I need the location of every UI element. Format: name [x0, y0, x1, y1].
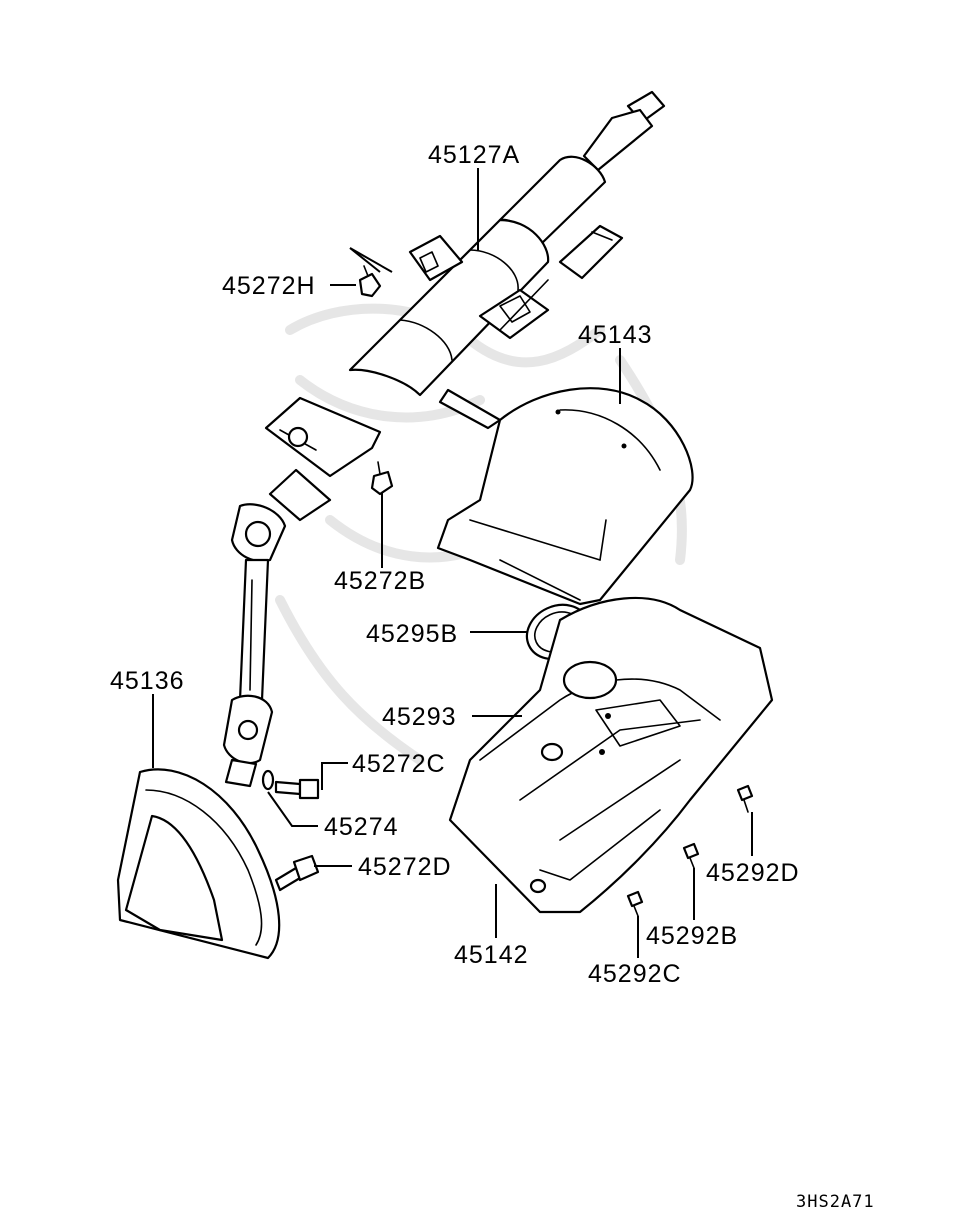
leader-lines	[152, 168, 753, 958]
label-45272h: 45272H	[222, 272, 316, 300]
bolt-45272c	[274, 778, 320, 800]
upper-cover	[436, 387, 694, 606]
bolt-45272h	[358, 265, 382, 298]
lower-cover	[448, 596, 774, 914]
label-45274: 45274	[324, 813, 399, 841]
screw-45292d	[736, 784, 754, 813]
label-45136: 45136	[110, 667, 185, 695]
steering-column	[222, 90, 666, 788]
fasteners	[261, 265, 754, 917]
label-45292c: 45292C	[588, 960, 682, 988]
drawing-code: 3HS2A71	[796, 1192, 875, 1210]
label-45272b: 45272B	[334, 567, 426, 595]
bolt-45272d	[274, 854, 320, 892]
label-45127a: 45127A	[428, 141, 520, 169]
bolt-45272b	[370, 461, 394, 496]
label-45272d: 45272D	[358, 853, 452, 881]
label-45293: 45293	[382, 703, 457, 731]
label-45272c: 45272C	[352, 750, 446, 778]
label-45292d: 45292D	[706, 859, 800, 887]
label-45143: 45143	[578, 321, 653, 349]
label-45295b: 45295B	[366, 620, 458, 648]
label-45292b: 45292B	[646, 922, 738, 950]
screw-45292b	[682, 842, 700, 869]
dust-boot	[116, 768, 281, 960]
label-45142: 45142	[454, 941, 529, 969]
screw-45292c	[626, 890, 644, 917]
washer-45274	[261, 769, 275, 791]
part-labels: 45127A 45272H 45143 45272B 45295B 45136 …	[110, 141, 800, 988]
